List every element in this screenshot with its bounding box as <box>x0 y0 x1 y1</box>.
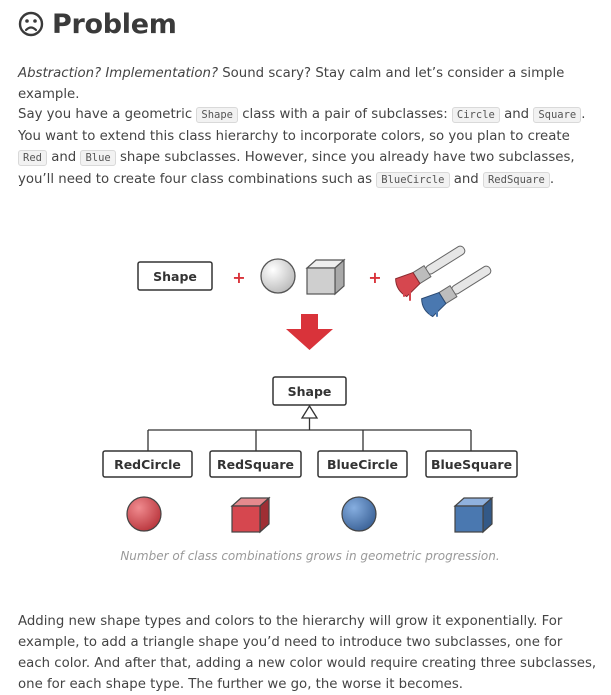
class-combination-diagram: Shape + + <box>102 245 518 563</box>
text-span: and <box>449 172 483 187</box>
text-span: and <box>46 150 81 165</box>
red-sphere-icon <box>126 496 162 532</box>
red-cube-icon <box>230 496 271 534</box>
redsquare-box: RedSquare <box>209 450 302 478</box>
shape-box-top: Shape <box>137 261 213 291</box>
problem-paragraph: Say you have a geometric Shape class wit… <box>18 104 598 191</box>
code-shape: Shape <box>196 107 238 123</box>
code-redsquare: RedSquare <box>482 172 550 188</box>
bluesquare-label: BlueSquare <box>431 457 512 472</box>
redsquare-label: RedSquare <box>217 457 294 472</box>
blue-sphere-icon <box>341 496 377 532</box>
redcircle-label: RedCircle <box>114 457 181 472</box>
conclusion-paragraph: Adding new shape types and colors to the… <box>18 614 597 692</box>
intro-text: Sound scary? Stay calm and let’s conside… <box>18 66 565 102</box>
paint-brushes-icon <box>395 245 492 318</box>
redcircle-box: RedCircle <box>102 450 193 478</box>
section-heading: Problem <box>18 4 177 44</box>
intro-paragraph: Abstraction? Implementation? Sound scary… <box>18 63 598 105</box>
text-span: . You want to extend this class hierarch… <box>18 107 586 144</box>
code-circle: Circle <box>451 107 500 123</box>
shape-parent-label: Shape <box>288 384 332 399</box>
text-span: and <box>499 107 534 122</box>
frown-face-icon <box>18 11 44 37</box>
text-span: Say you have a geometric <box>18 107 197 122</box>
text-span: shape subclasses. However, since you alr… <box>18 150 575 187</box>
shape-box-top-label: Shape <box>153 269 197 284</box>
figure-caption: Number of class combinations grows in ge… <box>120 549 499 563</box>
section-title: Problem <box>52 8 177 40</box>
code-red: Red <box>18 150 47 166</box>
shape-parent-box: Shape <box>272 376 347 406</box>
bluecircle-label: BlueCircle <box>327 457 398 472</box>
gray-sphere-icon <box>260 258 296 294</box>
gray-cube-icon <box>305 258 346 296</box>
text-span: class with a pair of subclasses: <box>237 107 452 122</box>
intro-italic: Abstraction? Implementation? <box>18 66 218 81</box>
inheritance-connectors <box>147 404 472 451</box>
code-blue: Blue <box>80 150 116 166</box>
blue-cube-icon <box>453 496 494 534</box>
bluesquare-box: BlueSquare <box>425 450 518 478</box>
down-arrow-icon <box>286 314 333 350</box>
code-square: Square <box>533 107 582 123</box>
text-span: . <box>549 172 555 187</box>
plus-sign-1: + <box>232 268 245 287</box>
code-bluecircle: BlueCircle <box>376 172 450 188</box>
plus-sign-2: + <box>368 268 381 287</box>
bluecircle-box: BlueCircle <box>317 450 408 478</box>
